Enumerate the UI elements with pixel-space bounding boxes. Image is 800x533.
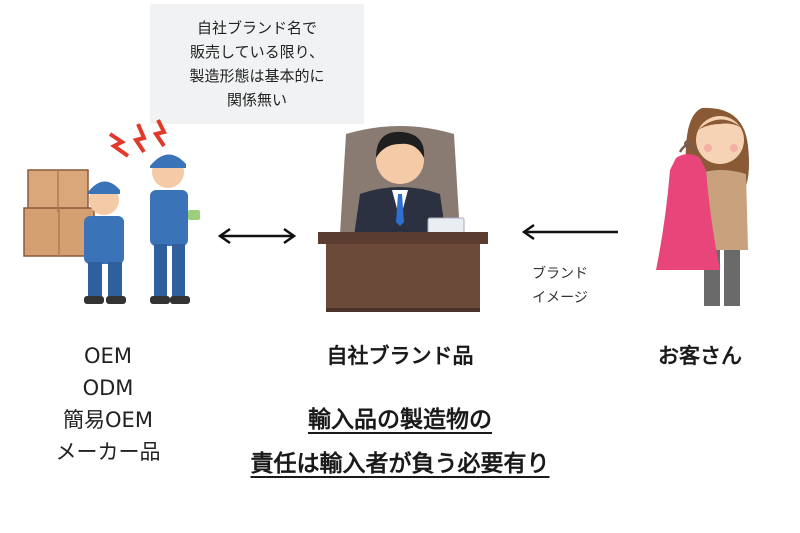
brand-image-line: ブランド: [532, 266, 588, 282]
list-item: メーカー品: [55, 440, 161, 464]
note-box: 自社ブランド名で 販売している限り、 製造形態は基本的に 関係無い: [150, 4, 364, 124]
customer-label: お客さん: [658, 344, 742, 368]
left-arrow-icon: [521, 223, 618, 241]
note-line: 自社ブランド名で: [196, 19, 317, 37]
conclusion-line: 責任は輸入者が負う必要有り: [250, 451, 550, 477]
cardboard-boxes-icon: [23, 169, 95, 257]
conclusion-text: 輸入品の製造物の 責任は輸入者が負う必要有り: [170, 398, 630, 486]
company-president-icon: [318, 126, 488, 312]
worker-carrying: [84, 181, 126, 304]
double-arrow-icon: [217, 227, 297, 245]
list-item: 簡易OEM: [63, 408, 153, 432]
factory-workers-icon: [23, 119, 200, 304]
note-line: 関係無い: [226, 91, 287, 109]
stress-marks-icon: [108, 119, 167, 158]
note-line: 製造形態は基本的に: [189, 67, 325, 85]
own-brand-label: 自社ブランド品: [326, 344, 474, 368]
manufacturer-types-list: OEM ODM 簡易OEM メーカー品: [28, 340, 188, 468]
conclusion-line: 輸入品の製造物の: [308, 407, 492, 433]
list-item: ODM: [82, 376, 134, 400]
shopper-with-dress-icon: [656, 107, 749, 306]
worker-angry: [150, 154, 200, 304]
brand-image-label: ブランド イメージ: [510, 262, 610, 310]
list-item: OEM: [84, 344, 132, 368]
note-line: 販売している限り、: [190, 43, 324, 61]
brand-image-line: イメージ: [532, 290, 588, 306]
